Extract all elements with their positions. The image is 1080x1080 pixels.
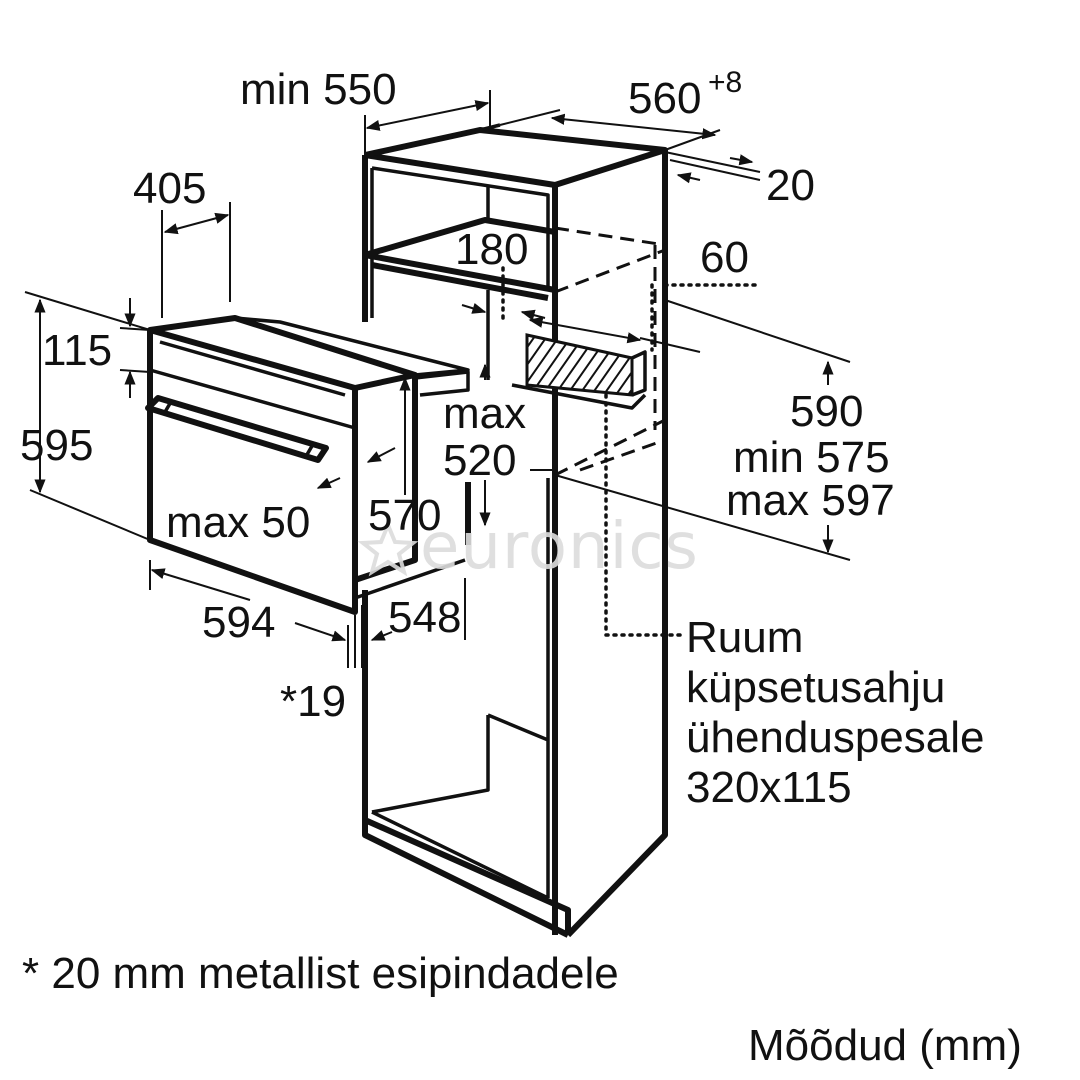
watermark-text: euronics — [420, 510, 699, 584]
label-ruum-4: 320x115 — [686, 763, 852, 812]
label-180: 180 — [455, 225, 528, 274]
label-20: 20 — [766, 161, 815, 210]
units-note: Mõõdud (mm) — [748, 1021, 1022, 1070]
label-ruum-3: ühenduspesale — [686, 713, 984, 762]
footnote: * 20 mm metallist esipindadele — [22, 949, 619, 998]
label-548: 548 — [388, 593, 461, 642]
label-max: max — [443, 389, 526, 438]
label-570: 570 — [368, 491, 441, 540]
label-min-575: min 575 — [733, 433, 890, 482]
star-icon — [357, 519, 419, 577]
label-590: 590 — [790, 387, 863, 436]
label-520: 520 — [443, 436, 516, 485]
label-560-tolerance: +8 — [708, 66, 742, 99]
label-star-19: *19 — [280, 677, 346, 726]
labels: min 550 560 +8 20 405 180 60 115 595 max… — [20, 65, 1022, 1070]
label-595: 595 — [20, 421, 93, 470]
label-ruum-1: Ruum — [686, 613, 803, 662]
label-60: 60 — [700, 233, 749, 282]
label-max-50: max 50 — [166, 498, 310, 547]
cabinet — [362, 123, 668, 938]
label-560: 560 — [628, 74, 701, 123]
oven — [145, 315, 470, 615]
label-max-597: max 597 — [726, 476, 895, 525]
dimension-lines — [24, 90, 851, 668]
label-594: 594 — [202, 598, 275, 647]
label-min-550: min 550 — [240, 65, 397, 114]
label-ruum-2: küpsetusahju — [686, 663, 945, 712]
watermark: euronics — [357, 510, 699, 584]
label-405: 405 — [133, 164, 206, 213]
label-115: 115 — [42, 326, 112, 375]
